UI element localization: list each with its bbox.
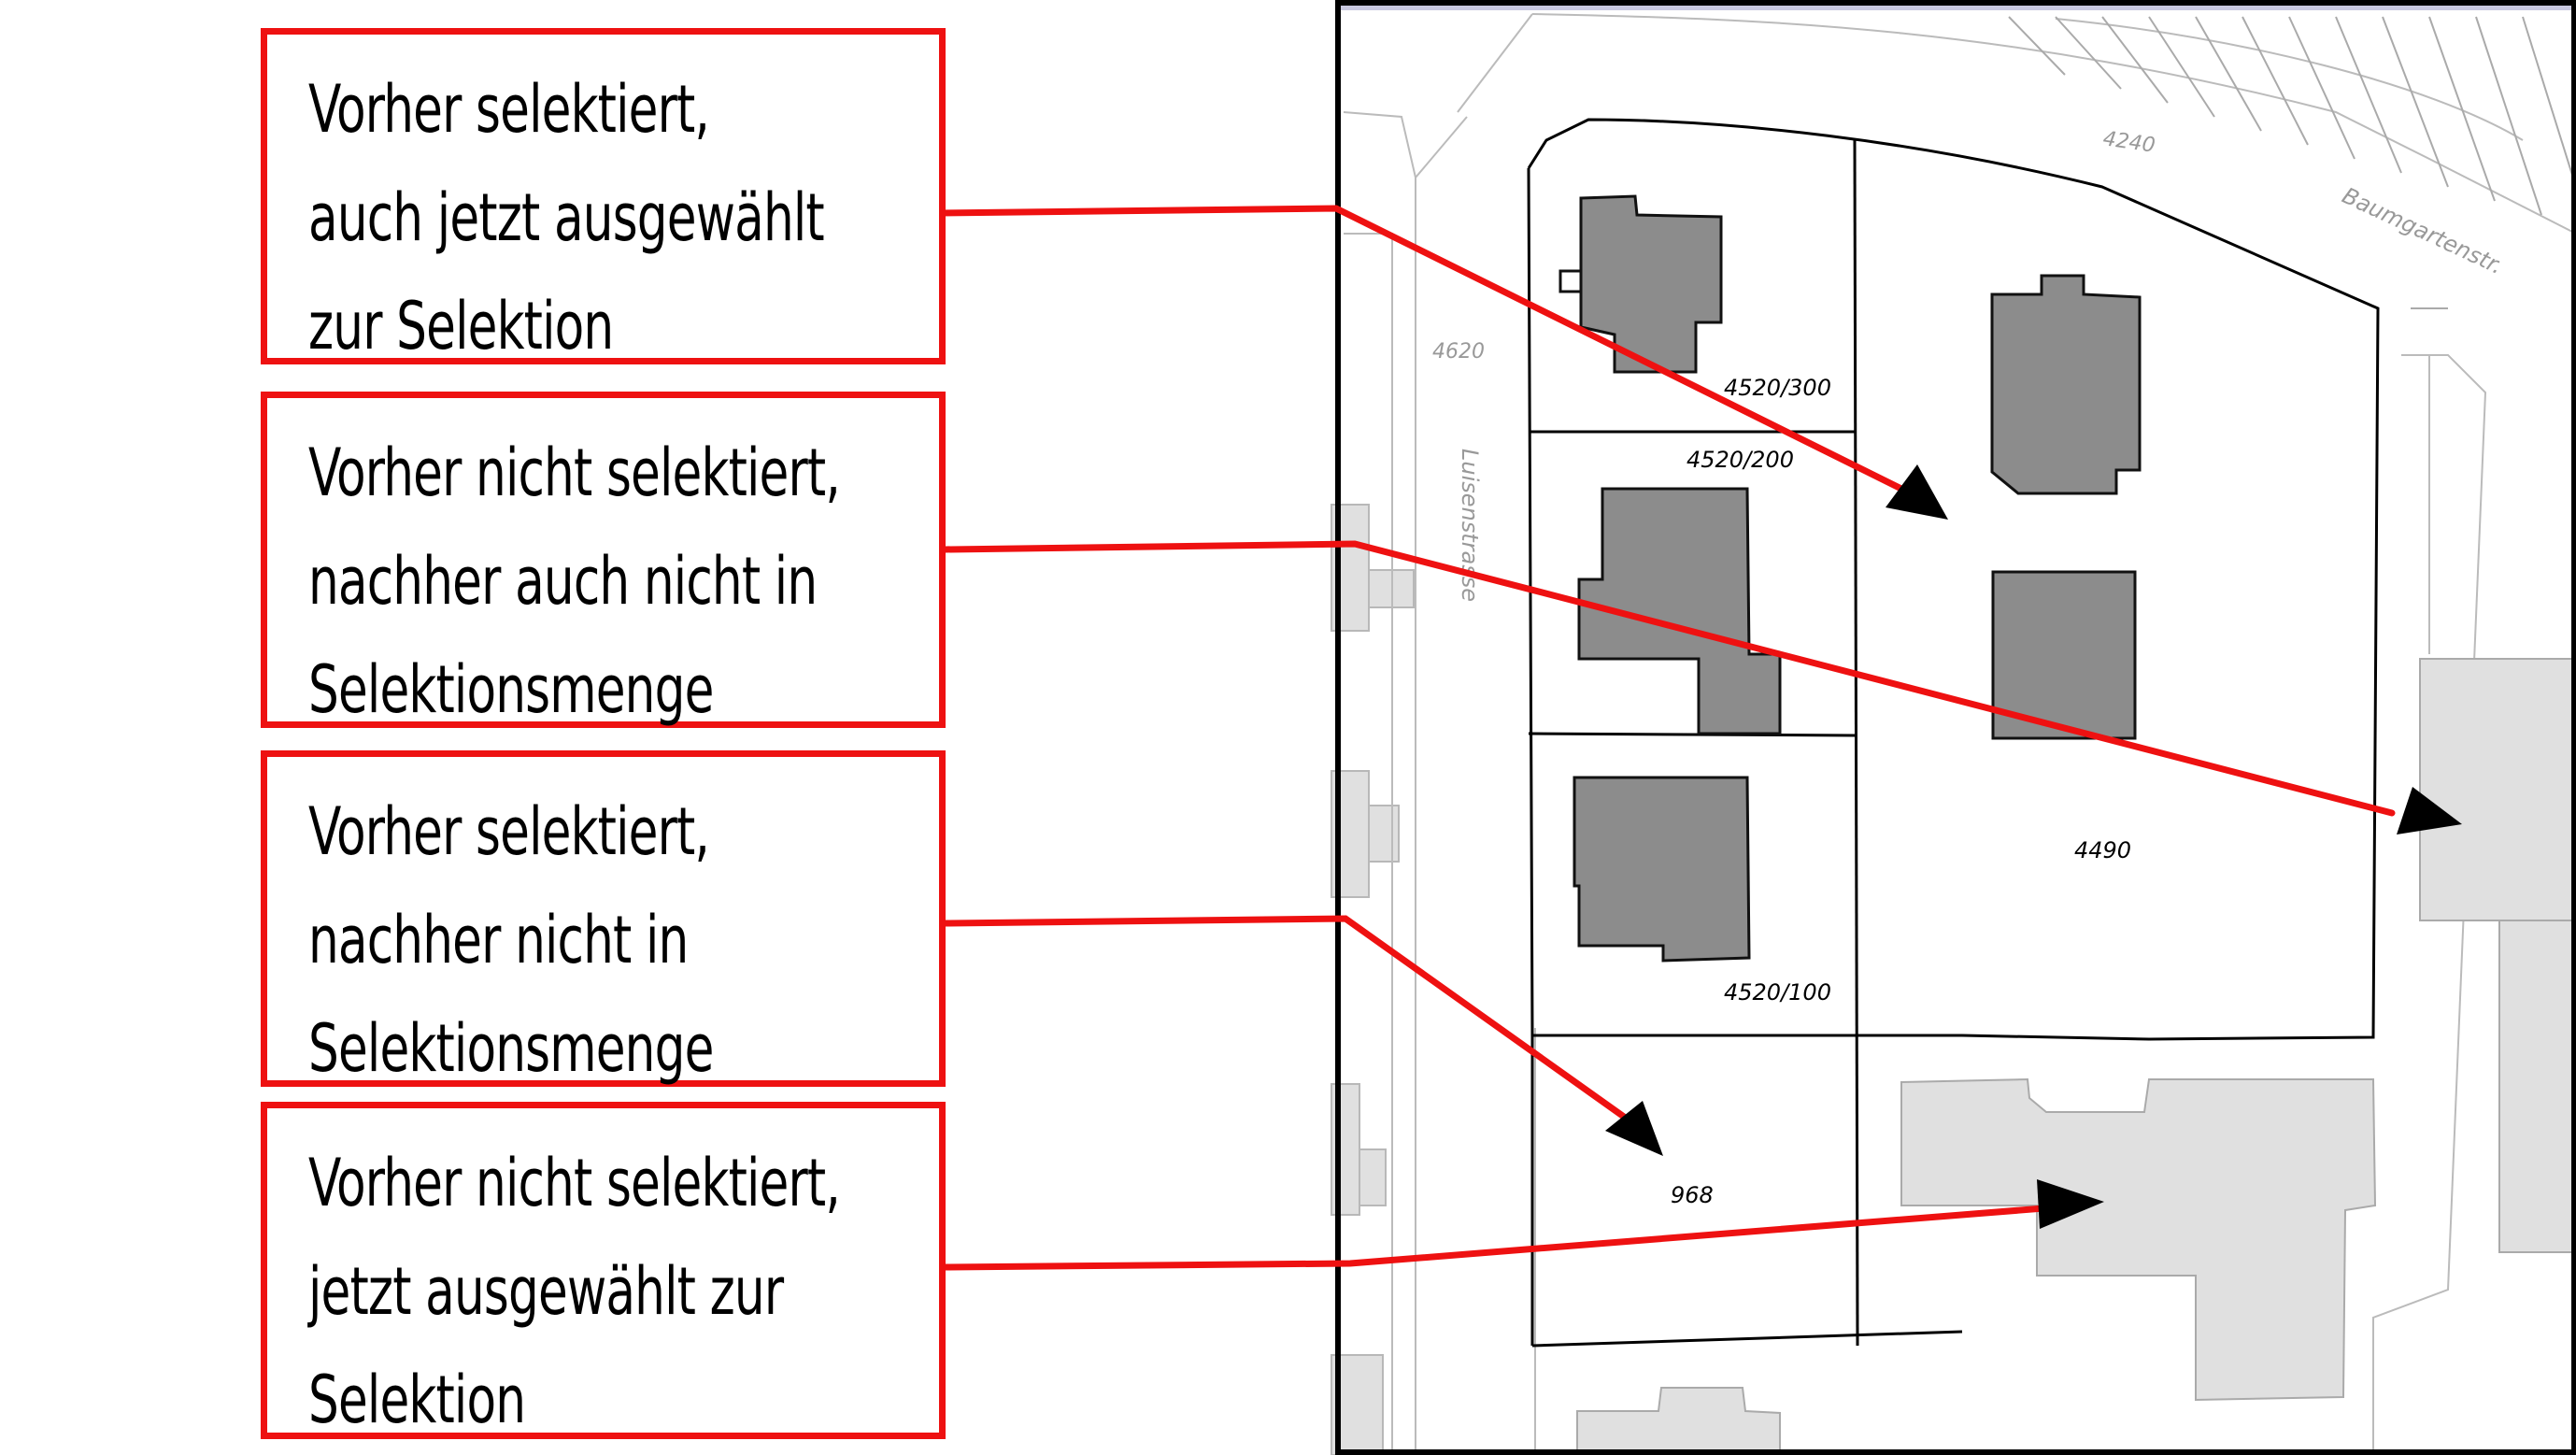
connector-4	[942, 1204, 2059, 1271]
building-selected-2	[1990, 274, 2142, 495]
callout-selected-still-selected: Vorher selektiert, auch jetzt ausgewählt…	[261, 28, 946, 364]
connector-1	[935, 205, 1914, 497]
callout-3-line-2: nachher nicht in	[308, 902, 689, 978]
building-selected-4	[1991, 570, 2137, 740]
arrowhead-2	[2397, 787, 2462, 834]
callout-1-line-2: auch jetzt ausgewählt	[308, 179, 825, 256]
building-selected-3	[1577, 487, 1782, 735]
arrowheads	[1605, 464, 2462, 1229]
connector-3	[942, 915, 1634, 1125]
callout-unselected-still-unselected: Vorher nicht selektiert, nachher auch ni…	[261, 392, 946, 728]
callout-3-line-1: Vorher selektiert,	[308, 793, 710, 870]
connector-2	[942, 540, 2396, 817]
connectors	[935, 205, 2396, 1271]
arrowhead-3	[1605, 1101, 1663, 1156]
map-label: 4520/100	[1724, 979, 1831, 1006]
map-label: 4520/200	[1686, 447, 1794, 473]
map-label: 4620	[1432, 340, 1485, 364]
callout-2-line-1: Vorher nicht selektiert,	[308, 435, 841, 511]
map-panel: 4240 4620 Baumgartenstr. Luisenstrasse 4…	[1331, 0, 2576, 1455]
callout-selected-now-unselected: Vorher selektiert, nachher nicht in Sele…	[261, 750, 946, 1087]
arrowhead-1	[1886, 464, 1948, 520]
building-selected-1	[1579, 194, 1723, 374]
callout-2-line-3: Selektionsmenge	[308, 651, 714, 728]
map-label: 968	[1671, 1182, 1714, 1208]
building-unselected-2	[2419, 658, 2576, 921]
callout-2-line-2: nachher auch nicht in	[308, 543, 818, 620]
building-unselected-1	[1900, 1077, 2377, 1402]
map-label: 4520/300	[1724, 375, 1831, 401]
callout-unselected-now-selected: Vorher nicht selektiert, jetzt ausgewähl…	[261, 1102, 946, 1439]
building-selected-5	[1573, 776, 1751, 963]
callout-4-line-3: Selektion	[308, 1362, 526, 1438]
callout-4-line-1: Vorher nicht selektiert,	[308, 1145, 841, 1221]
callout-1-line-1: Vorher selektiert,	[308, 71, 710, 148]
callout-3-line-3: Selektionsmenge	[308, 1010, 714, 1087]
arrowhead-4	[2037, 1179, 2104, 1229]
callout-1-line-3: zur Selektion	[308, 288, 614, 364]
map-label: 4490	[2074, 837, 2131, 863]
callout-4-line-2: jetzt ausgewählt zur	[308, 1253, 784, 1330]
